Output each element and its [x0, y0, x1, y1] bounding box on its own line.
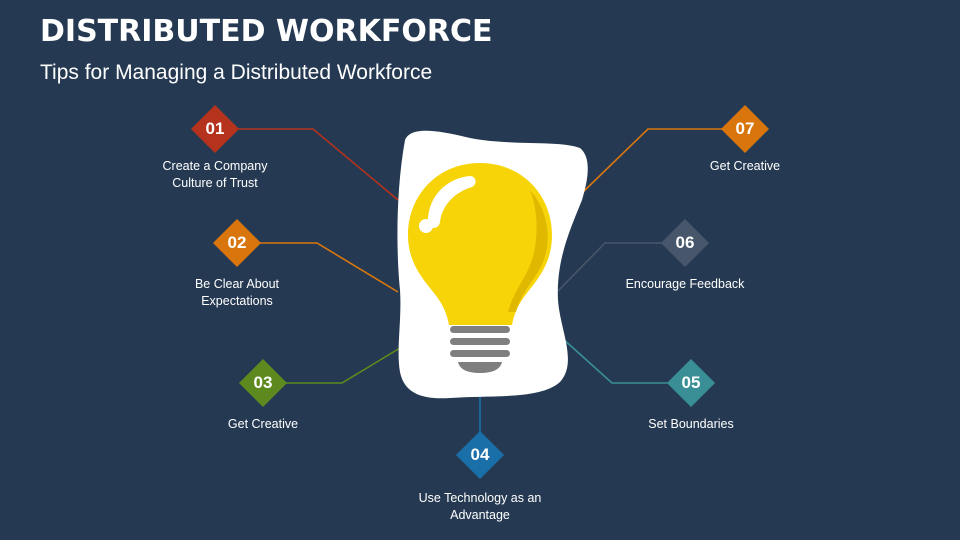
- connector-line-01: [238, 128, 399, 201]
- connector-line-02: [260, 242, 399, 293]
- tip-number-02: 02: [227, 233, 247, 252]
- connector-line-06: [556, 242, 662, 293]
- connector-line-07: [581, 128, 722, 194]
- tip-label-02: Be Clear About Expectations: [194, 277, 280, 308]
- slide-subtitle: Tips for Managing a Distributed Workforc…: [40, 61, 433, 84]
- tip-label-06: Encourage Feedback: [625, 277, 745, 291]
- bulb-base-ring-3: [450, 350, 510, 357]
- tip-number-07: 07: [735, 119, 755, 138]
- bulb-highlight-dot: [419, 219, 433, 233]
- tip-label-04: Use Technology as an Advantage: [418, 491, 542, 522]
- connector-lines: [238, 128, 722, 432]
- connector-line-05: [561, 337, 668, 384]
- tip-number-03: 03: [253, 373, 273, 392]
- lightbulb-icon: [408, 163, 552, 373]
- tip-number-01: 01: [205, 119, 225, 138]
- tip-label-03: Get Creative: [227, 417, 299, 431]
- tip-label-01: Create a Company Culture of Trust: [162, 159, 268, 190]
- tip-number-06: 06: [675, 233, 695, 252]
- tip-label-07: Get Creative: [709, 159, 781, 173]
- bulb-base-tip: [458, 362, 502, 373]
- connector-line-03: [286, 344, 406, 384]
- bulb-base-ring-2: [450, 338, 510, 345]
- bulb-shade: [508, 190, 548, 312]
- tip-label-05: Set Boundaries: [648, 417, 734, 431]
- bulb-base-ring-1: [450, 326, 510, 333]
- slide-title: DISTRIBUTED WORKFORCE: [40, 14, 493, 49]
- tip-number-04: 04: [470, 445, 490, 464]
- tip-number-05: 05: [681, 373, 701, 392]
- bulb-highlight: [428, 176, 476, 228]
